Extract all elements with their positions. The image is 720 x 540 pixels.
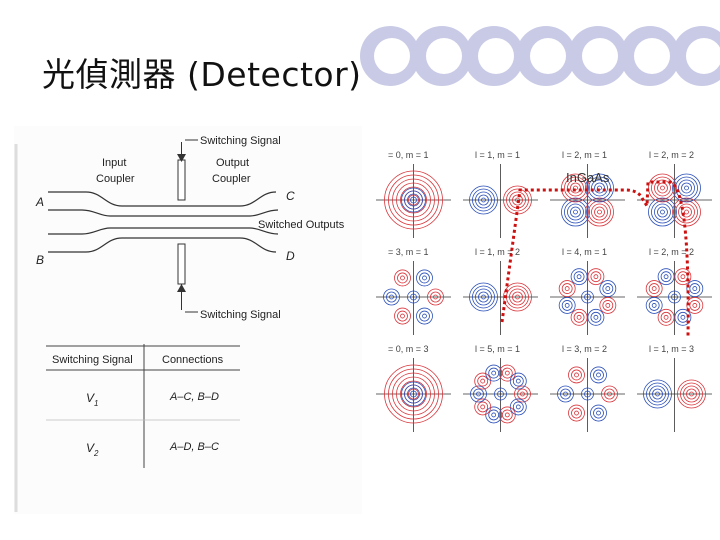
mode-cell: = 0, m = 3 (376, 344, 451, 432)
table-row-2-signal: V2 (86, 441, 99, 458)
mode-cell: = 3, m = 1 (376, 247, 451, 335)
mode-cell-label: l = 2, m = 1 (562, 150, 607, 160)
mode-cell-label: l = 2, m = 2 (649, 150, 694, 160)
mode-cell: l = 2, m = 1 (550, 150, 625, 238)
mode-cell-label: l = 5, m = 1 (475, 344, 520, 354)
mode-cell: l = 3, m = 2 (550, 344, 625, 432)
switching-signal-bottom-label: Switching Signal (200, 309, 281, 321)
mode-cell-label: l = 1, m = 1 (475, 150, 520, 160)
ingaas-label: InGaAs (566, 170, 610, 185)
mode-cell: l = 1, m = 2 (463, 247, 538, 335)
input-coupler-label-line1: Input (102, 157, 126, 169)
table-header-connections: Connections (162, 354, 224, 366)
output-coupler-label-line1: Output (216, 157, 249, 169)
slide-title: 光偵測器 (Detector) (42, 55, 362, 94)
mode-cell-label: l = 1, m = 3 (649, 344, 694, 354)
mode-cell: l = 4, m = 1 (550, 247, 625, 335)
mode-cell: l = 2, m = 2 (637, 150, 712, 238)
mode-cell-label: = 0, m = 1 (388, 150, 429, 160)
mode-cell-label: l = 3, m = 2 (562, 344, 607, 354)
table-row-2-connection: A–D, B–C (169, 441, 219, 453)
port-b-label: B (36, 253, 44, 267)
mode-cell-label: l = 4, m = 1 (562, 247, 607, 257)
input-coupler-label-line2: Coupler (96, 173, 135, 185)
port-d-label: D (286, 249, 295, 263)
output-coupler-label-line2: Coupler (212, 173, 251, 185)
mode-cell: l = 5, m = 1 (463, 344, 538, 432)
mode-cell: l = 2, m = 2 (637, 247, 712, 335)
mode-cell: l = 1, m = 3 (637, 344, 712, 432)
mode-cell-label: l = 2, m = 2 (649, 247, 694, 257)
port-c-label: C (286, 189, 295, 203)
mode-pattern-grid: = 0, m = 1 l = 1, m = 1 l = 2, m = 1 l = 2,… (376, 150, 712, 432)
ingaas-boundary-dashed-line (500, 180, 690, 337)
coupler-switch-figure: Switching Signal Input Coupler Output Co… (14, 126, 362, 514)
decorative-circle-row (360, 26, 720, 86)
mode-cell: = 0, m = 1 (376, 150, 451, 238)
table-row-1-connection: A–C, B–D (169, 391, 219, 403)
port-a-label: A (35, 195, 44, 209)
switched-outputs-label: Switched Outputs (258, 219, 345, 231)
table-header-switching-signal: Switching Signal (52, 354, 133, 366)
switching-signal-top-label: Switching Signal (200, 135, 281, 147)
mode-cell-label: = 0, m = 3 (388, 344, 429, 354)
table-row-1-signal: V1 (86, 391, 98, 408)
mode-cell-label: = 3, m = 1 (388, 247, 429, 257)
mode-cell-label: l = 1, m = 2 (475, 247, 520, 257)
mode-cell: l = 1, m = 1 (463, 150, 538, 238)
